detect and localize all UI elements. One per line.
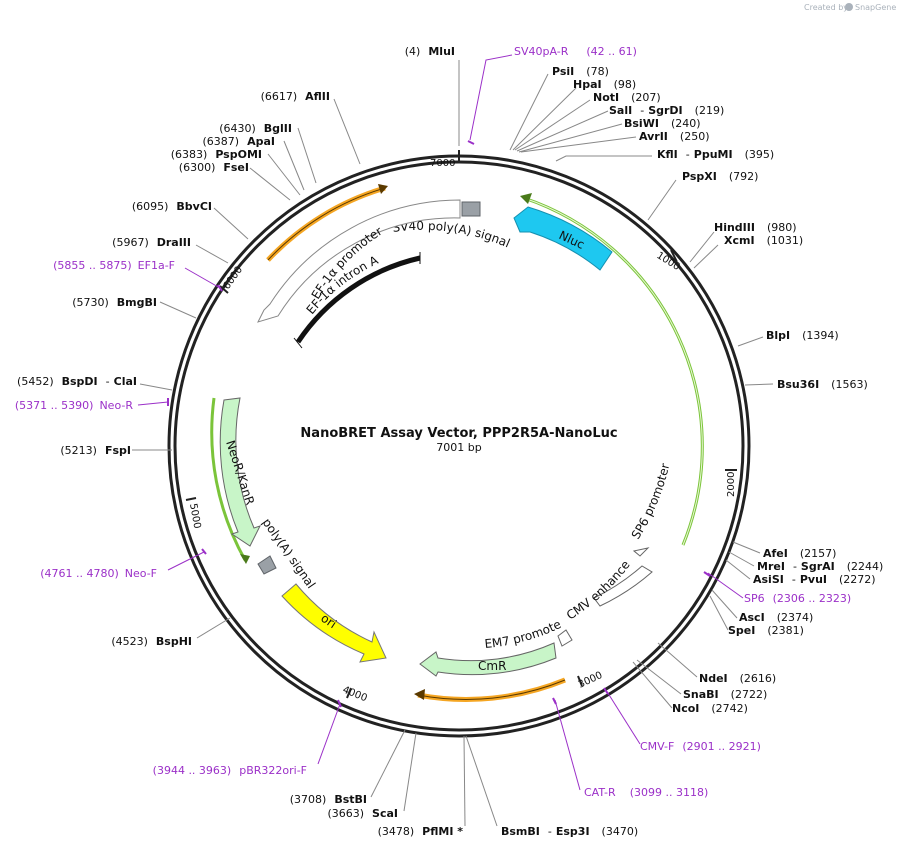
credit-created-by: Created by: [804, 3, 848, 12]
tick-label-5000: 5000: [187, 503, 202, 530]
site-pspxi: PspXI(792): [682, 170, 758, 183]
site-leader-lines: [132, 60, 774, 827]
tick-marks: [185, 150, 737, 699]
nluc-arrow: [513, 206, 613, 271]
em7-arrow: [557, 629, 573, 647]
tick-label-4000: 4000: [341, 685, 369, 705]
site-bsiwi: BsiWI(240): [624, 117, 701, 130]
credit-brand: SnapGene: [855, 3, 896, 12]
sp6-label: SP6 promoter: [629, 462, 673, 542]
site-spei: SpeI(2381): [728, 624, 804, 637]
primer-labels: SV40pA-R(42 .. 61) SP6(2306 .. 2323) CMV…: [15, 45, 851, 799]
ori-arrow: [281, 583, 387, 663]
tick-label-3000: 3000: [577, 670, 605, 691]
sp6-arrow: [632, 547, 650, 557]
primer-sv40pa-r: SV40pA-R(42 .. 61): [514, 45, 637, 58]
site-pspomi: (6383)PspOMI: [171, 148, 262, 161]
features: Nluc SV40 poly(A) signal EF-1α promoter …: [0, 0, 704, 702]
site-bmgbi: (5730)BmgBI: [72, 296, 157, 309]
site-draiii: (5967)DraIII: [112, 236, 191, 249]
cmv-enhancer-box: [593, 565, 653, 607]
site-scai: (3663)ScaI: [327, 807, 398, 820]
site-apai: (6387)ApaI: [203, 135, 275, 148]
primer-pbr322ori-f: (3944 .. 3963)pBR322ori-F: [153, 764, 307, 777]
sites-left: (4523)BspHI (5213)FspI (5452)BspDI-ClaI …: [17, 90, 330, 648]
site-snabi: SnaBI(2722): [683, 688, 767, 701]
plasmid-title: NanoBRET Assay Vector, PPP2R5A-NanoLuc 7…: [300, 426, 617, 454]
site-mlui: (4)MluI: [405, 45, 455, 58]
site-fsei: (6300)FseI: [179, 161, 249, 174]
plasmid-size: 7001 bp: [436, 441, 481, 454]
neokanr-arrow: [219, 397, 261, 547]
snapgene-logo-icon: [845, 3, 853, 11]
site-bsphi: (4523)BspHI: [111, 635, 192, 648]
primer-neo-r: (5371 .. 5390)Neo-R: [15, 399, 133, 412]
site-xcmi: XcmI(1031): [724, 234, 803, 247]
orf-arc-right: [523, 196, 704, 546]
site-psii: PsiI(78): [552, 65, 609, 78]
site-pflmi: (3478)PflMI *: [378, 825, 464, 838]
polya-box: [257, 555, 277, 575]
cmr-arrow: [419, 642, 557, 677]
site-mrei-sgrai: MreI-SgrAI(2244): [757, 560, 883, 573]
site-bglii: (6430)BglII: [219, 122, 292, 135]
site-bbvci: (6095)BbvCI: [132, 200, 212, 213]
site-bspdi-clai: (5452)BspDI-ClaI: [17, 375, 137, 388]
primer-sp6: SP6(2306 .. 2323): [744, 592, 851, 605]
site-noti: NotI(207): [593, 91, 661, 104]
tick-6000: [219, 285, 229, 294]
site-blpi: BlpI(1394): [766, 329, 839, 342]
primer-marks: [167, 284, 711, 708]
ef1a-promoter-arrow: [257, 199, 461, 323]
orf-arc-bottom: [417, 677, 566, 702]
site-bsmbi-esp3i: BsmBI-Esp3I(3470): [501, 825, 638, 838]
cmr-label: CmR: [478, 659, 506, 673]
site-asisi-pvui: AsiSI-PvuI(2272): [753, 573, 876, 586]
tick-3000: [577, 675, 583, 687]
site-ndei: NdeI(2616): [699, 672, 776, 685]
site-ncoi: NcoI(2742): [672, 702, 748, 715]
credit: Created by SnapGene: [804, 3, 896, 12]
tick-1000: [670, 249, 678, 263]
primer-cmv-f: CMV-F(2901 .. 2921): [640, 740, 761, 753]
sites-bottom: BsmBI-Esp3I(3470) (3478)PflMI * (3663)Sc…: [290, 793, 638, 838]
site-afei: AfeI(2157): [763, 547, 836, 560]
site-kfli-ppumi: KflI-PpuMI(395): [657, 148, 774, 161]
primer-leader-lines: [137, 54, 744, 791]
primer-cat-r: CAT-R(3099 .. 3118): [584, 786, 708, 799]
sites-right: (4)MluI PsiI(78) HpaI(98) NotI(207) SalI…: [405, 45, 884, 715]
primer-ef1a-f: (5855 .. 5875)EF1a-F: [53, 259, 175, 272]
tick-label-6000: 6000: [221, 265, 245, 292]
plasmid-name: NanoBRET Assay Vector, PPP2R5A-NanoLuc: [300, 426, 617, 441]
tick-4000: [346, 687, 352, 699]
site-bsu36i: Bsu36I(1563): [777, 378, 868, 391]
site-bstbi: (3708)BstBI: [290, 793, 367, 806]
site-avrii: AvrII(250): [639, 130, 710, 143]
orf-arc-left: [210, 397, 247, 561]
site-hindiii: HindIII(980): [714, 221, 797, 234]
sv40-label: SV40 poly(A) signal: [392, 219, 513, 251]
ef1a-intron-arc: [295, 255, 421, 344]
sv40-box: [461, 201, 481, 217]
site-hpai: HpaI(98): [573, 78, 636, 91]
tick-5000: [185, 497, 197, 501]
primer-neo-f: (4761 .. 4780)Neo-F: [40, 567, 157, 580]
polya-label: poly(A) signal: [260, 516, 319, 591]
tick-label-7000: 7000: [430, 158, 455, 169]
site-asci: AscI(2374): [739, 611, 813, 624]
tick-label-2000: 2000: [726, 472, 737, 497]
site-fspi: (5213)FspI: [60, 444, 131, 457]
site-aflii: (6617)AflII: [261, 90, 330, 103]
site-sali-sgrdi: SalI-SgrDI(219): [609, 104, 724, 117]
